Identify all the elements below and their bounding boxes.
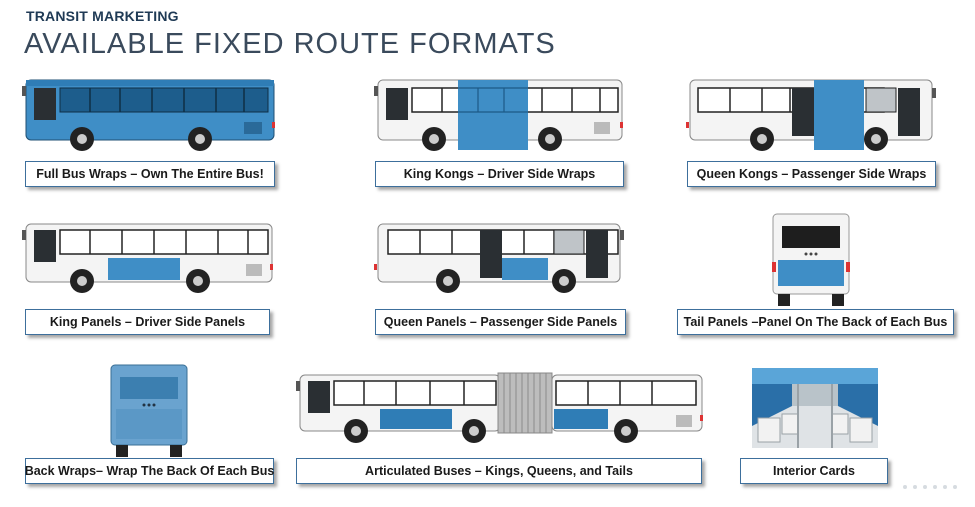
- format-label-back-wraps: Back Wraps– Wrap The Back Of Each Bus: [25, 458, 274, 484]
- format-label-king-kongs: King Kongs – Driver Side Wraps: [375, 161, 624, 187]
- bus-rear-tail-panel-icon: [772, 213, 850, 306]
- bus-rear-back-wrap-icon: [110, 364, 188, 457]
- decorative-dots: [903, 485, 957, 489]
- format-label-interior-cards: Interior Cards: [740, 458, 888, 484]
- bus-side-queen-kong-icon: [686, 79, 936, 151]
- format-label-king-panels: King Panels – Driver Side Panels: [25, 309, 270, 335]
- header-eyebrow: TRANSIT MARKETING: [26, 8, 179, 24]
- bus-side-king-panel-icon: [22, 223, 273, 293]
- format-label-queen-panels: Queen Panels – Passenger Side Panels: [375, 309, 626, 335]
- format-label-tail-panels: Tail Panels –Panel On The Back of Each B…: [677, 309, 954, 335]
- bus-side-full-wrap-icon: [22, 79, 275, 151]
- bus-side-king-kong-icon: [374, 79, 623, 151]
- format-label-articulated-buses: Articulated Buses – Kings, Queens, and T…: [296, 458, 702, 484]
- bus-interior-photo-icon: [752, 368, 878, 448]
- articulated-bus-icon: [296, 372, 703, 443]
- format-label-full-bus-wraps: Full Bus Wraps – Own The Entire Bus!: [25, 161, 275, 187]
- page-title: AVAILABLE FIXED ROUTE FORMATS: [24, 28, 556, 60]
- bus-side-queen-panel-icon: [374, 223, 624, 293]
- format-label-queen-kongs: Queen Kongs – Passenger Side Wraps: [687, 161, 936, 187]
